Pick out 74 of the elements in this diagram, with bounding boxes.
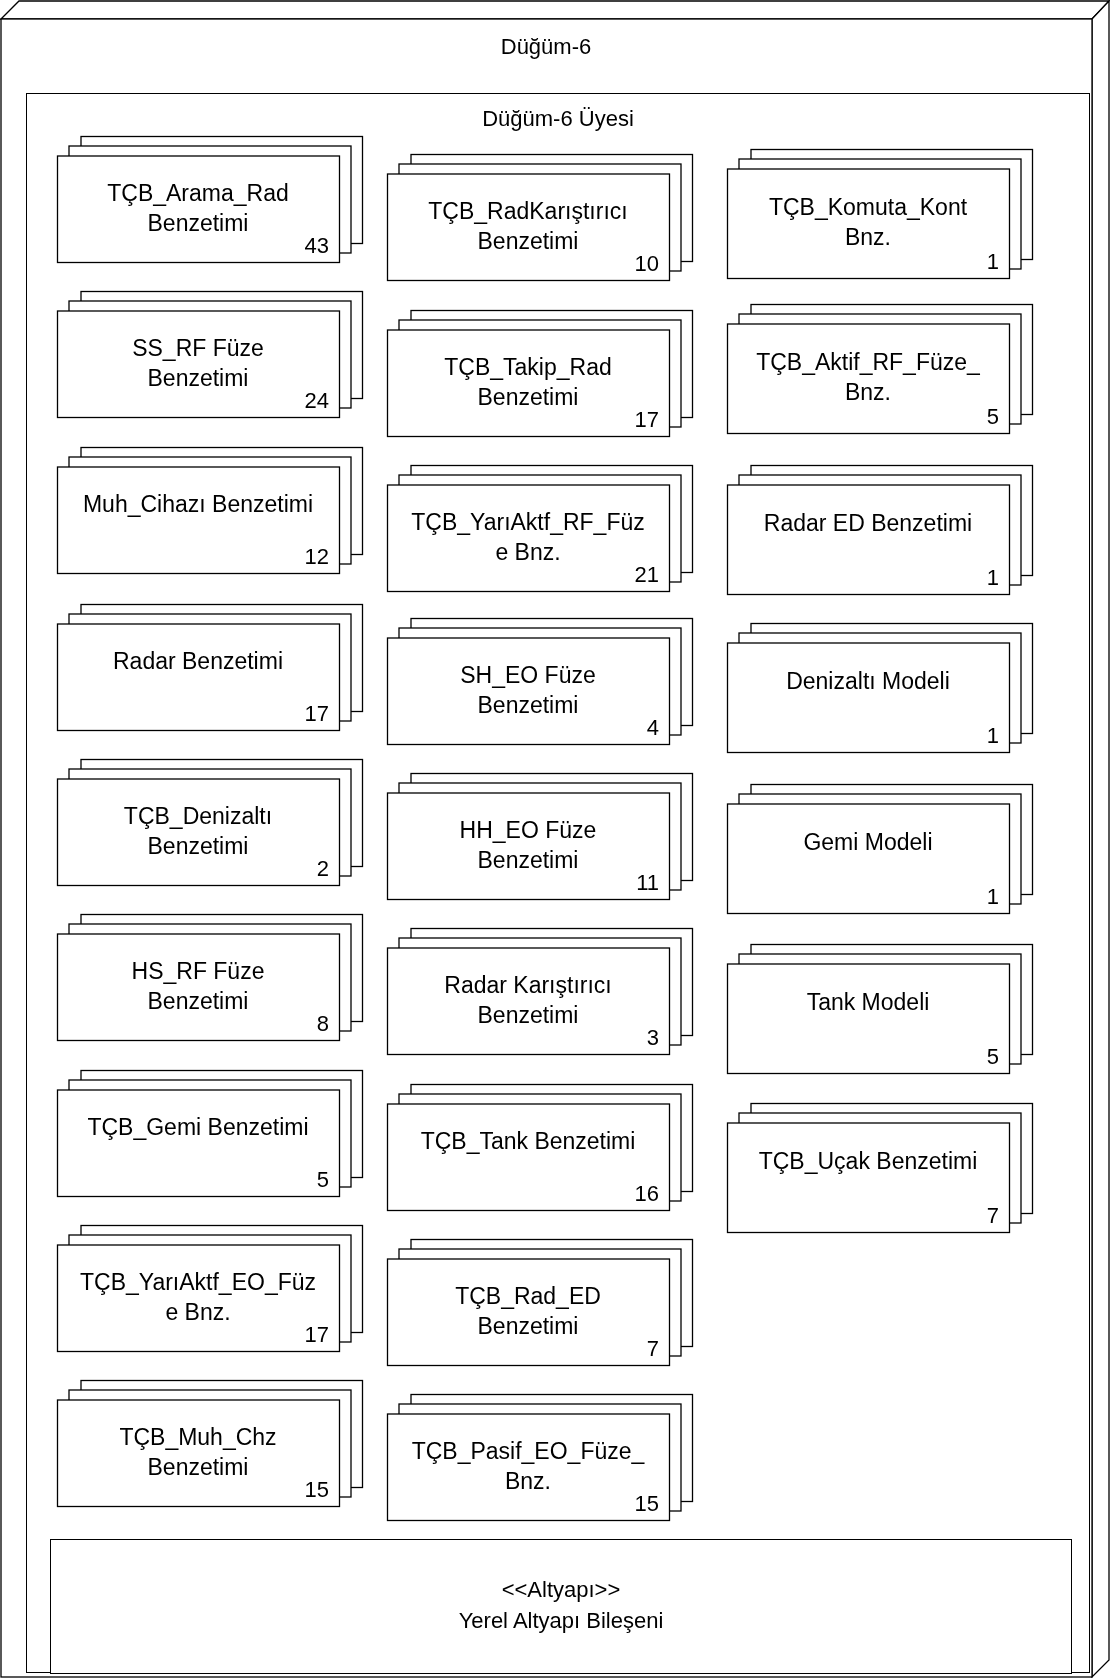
instance-count: 8 [316,1011,329,1037]
component-stack [387,1239,693,1366]
instance-count: 5 [316,1167,329,1193]
instance-count: 2 [316,856,329,882]
component-stack [387,618,693,745]
component-stack [727,623,1033,753]
instance-count: 17 [304,701,329,727]
instance-count: 4 [646,715,659,741]
component-name: HH_EO Füze Benzetimi [458,815,598,875]
instance-count: 1 [986,249,999,275]
component-name: Yerel Altyapı Bileşeni [457,1607,665,1635]
stereotype-label: <<Altyapı>> [500,1576,622,1604]
container-title: Düğüm-6 Üyesi [481,106,635,132]
instance-count: 43 [304,233,329,259]
component-stack [387,928,693,1055]
component-stack [387,1394,693,1521]
component-name: TÇB_Denizaltı Benzetimi [122,801,274,861]
component-stack [387,154,693,281]
component-name: TÇB_Gemi Benzetimi [86,1112,310,1142]
component-stack [387,310,693,437]
component-stack [727,149,1033,279]
instance-count: 7 [986,1203,999,1229]
component-name: HS_RF Füze Benzetimi [130,956,266,1016]
component-name: Radar Karıştırıcı Benzetimi [443,970,613,1030]
component-box [50,1539,1072,1674]
instance-count: 3 [646,1025,659,1051]
component-name: TÇB_Arama_Rad Benzetimi [106,178,290,238]
instance-count: 5 [986,404,999,430]
component-stack [387,1084,693,1211]
component-name: TÇB_Uçak Benzetimi [757,1147,979,1176]
component-name: SS_RF Füze Benzetimi [131,333,265,393]
component-name: SH_EO Füze Benzetimi [459,660,597,720]
component-name: Muh_Cihazı Benzetimi [81,489,315,519]
instance-count: 16 [634,1181,659,1207]
instance-count: 11 [636,870,659,896]
instance-count: 10 [634,251,659,277]
instance-count: 12 [304,544,329,570]
instance-count: 1 [986,565,999,591]
component-name: TÇB_Takip_Rad Benzetimi [443,352,613,412]
instance-count: 1 [986,723,999,749]
component-name: Gemi Modeli [802,828,934,857]
instance-count: 7 [646,1336,659,1362]
component-name: TÇB_RadKarıştırıcı Benzetimi [427,196,629,256]
node-title: Düğüm-6 [499,34,593,60]
component-stack [727,304,1033,434]
component-stack [727,1103,1033,1233]
component-stack [57,447,363,574]
component-name: Tank Modeli [805,988,931,1017]
instance-count: 24 [304,388,329,414]
component-name: TÇB_Rad_ED Benzetimi [454,1281,602,1341]
instance-count: 15 [304,1477,329,1503]
instance-count: 17 [634,407,659,433]
component-name: TÇB_Komuta_Kont Bnz. [767,193,969,252]
component-name: Denizaltı Modeli [785,667,951,696]
component-stack [387,465,693,592]
component-stack [727,784,1033,914]
component-stack [57,1225,363,1352]
instance-count: 1 [986,884,999,910]
component-name: Radar Benzetimi [112,646,284,676]
component-stack [57,1380,363,1507]
component-name: TÇB_Aktif_RF_Füze_Bnz. [755,348,981,407]
component-stack [727,944,1033,1074]
component-stack [57,759,363,886]
component-stack [57,604,363,731]
component-name: TÇB_Tank Benzetimi [419,1126,637,1156]
component-stack [57,914,363,1041]
component-name: Radar ED Benzetimi [762,509,974,538]
component-stack [57,291,363,418]
component-name: TÇB_Muh_Chz Benzetimi [118,1422,278,1482]
component-stack [57,1070,363,1197]
component-stack [727,465,1033,595]
component-stack [387,773,693,900]
component-stack [57,136,363,263]
instance-count: 5 [986,1044,999,1070]
